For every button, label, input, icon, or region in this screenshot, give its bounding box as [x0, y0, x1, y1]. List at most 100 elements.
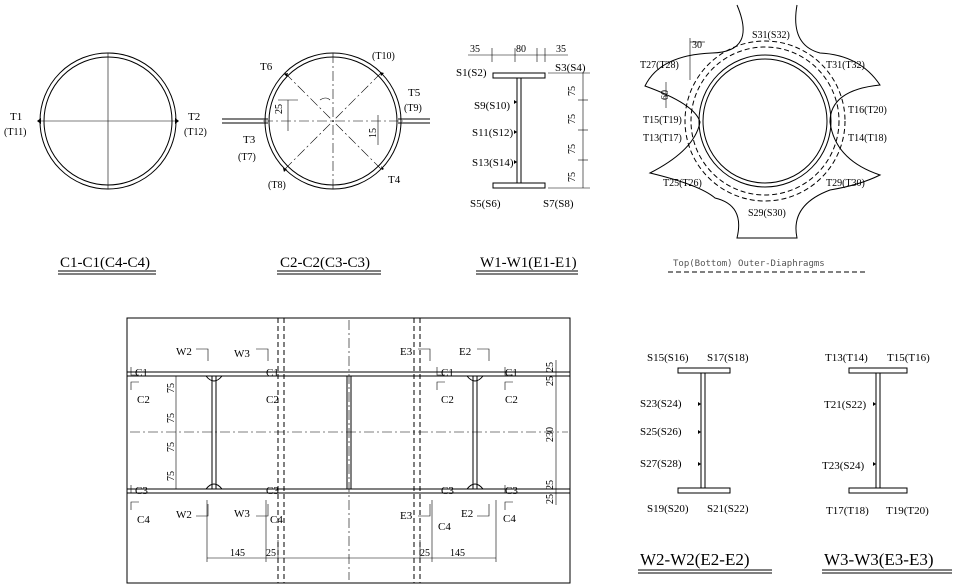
label-t31: T31(T32): [826, 60, 865, 71]
cut-c2-a: C2: [137, 394, 150, 406]
label-t1: T1: [10, 111, 22, 123]
cut-c1-d: C1: [505, 367, 518, 379]
cut-e2-bottom: E2: [461, 508, 473, 520]
section-title-w1: W1-W1(E1-E1): [480, 255, 577, 271]
label-s21: S21(S22): [707, 503, 749, 515]
cut-c4-d: C4: [503, 513, 516, 525]
section-title-diaphragm: Top(Bottom) Outer-Diaphragms: [673, 259, 825, 269]
dim-left-75-a: 75: [166, 383, 177, 393]
cut-c2-d: C2: [505, 394, 518, 406]
label-s3: S3(S4): [555, 62, 586, 74]
label-t2: T2: [188, 111, 200, 123]
cut-c3-c: C3: [441, 485, 454, 497]
section-w2: S15(S16) S17(S18) S23(S24) S25(S26) S27(…: [638, 352, 772, 574]
dim-right-25-d: 25: [545, 494, 556, 504]
cut-c4-c: C4: [438, 521, 451, 533]
label-t10: (T10): [372, 51, 395, 62]
section-w3: T13(T14) T15(T16) T21(S22) T23(S24) T17(…: [822, 352, 952, 574]
label-s17: S17(S18): [707, 352, 749, 364]
dim-right-230: 230: [545, 427, 556, 442]
label-s5: S5(S6): [470, 198, 501, 210]
label-s7: S7(S8): [543, 198, 574, 210]
dim-25: 25: [274, 104, 285, 114]
cut-w2-bottom: W2: [176, 509, 192, 521]
label-s31: S31(S32): [752, 30, 790, 41]
label-t13: T13(T14): [825, 352, 868, 364]
cut-w3-bottom: W3: [234, 508, 250, 520]
label-t15: T15(T19): [643, 115, 682, 126]
label-t8: (T8): [268, 180, 286, 191]
label-t12: (T12): [184, 127, 207, 138]
label-s13: S13(S14): [472, 157, 514, 169]
label-t29: T29(T30): [826, 178, 865, 189]
dim-right-25-b: 25: [545, 376, 556, 386]
label-s23: S23(S24): [640, 398, 682, 410]
dim-75-c: 75: [567, 144, 578, 154]
label-s27: S27(S28): [640, 458, 682, 470]
elevation-view: 75 75 75 75 25 25 230 25 25 145 25 25 14…: [126, 317, 571, 584]
cut-e3-bottom: E3: [400, 510, 413, 522]
label-t14: T14(T18): [848, 133, 887, 144]
dim-left-75-c: 75: [166, 442, 177, 452]
dim-30: 30: [692, 40, 702, 51]
dim-bottom-25-b: 25: [420, 548, 430, 559]
cut-c1-b: C1: [266, 367, 279, 379]
label-t27: T27(T28): [640, 60, 679, 71]
cut-c3-d: C3: [505, 485, 518, 497]
label-t6: T6: [260, 61, 273, 73]
cut-c3-a: C3: [135, 485, 148, 497]
label-t4: T4: [388, 174, 401, 186]
label-t5: T5: [408, 87, 421, 99]
cut-w3-top: W3: [234, 348, 250, 360]
label-t13: T13(T17): [643, 133, 682, 144]
label-t15: T15(T16): [887, 352, 930, 364]
label-s19: S19(S20): [647, 503, 689, 515]
cut-w2-top: W2: [176, 346, 192, 358]
label-t21: T21(S22): [824, 399, 867, 411]
label-t19: T19(T20): [886, 505, 929, 517]
dim-right-25-c: 25: [545, 480, 556, 490]
dim-75-b: 75: [567, 114, 578, 124]
label-t9: (T9): [404, 103, 422, 114]
label-t17: T17(T18): [826, 505, 869, 517]
cut-c1-c: C1: [441, 367, 454, 379]
label-s1: S1(S2): [456, 67, 487, 79]
dim-bottom-145-b: 145: [450, 548, 465, 559]
dim-60: 60: [660, 90, 671, 100]
label-s15: S15(S16): [647, 352, 689, 364]
label-t3: T3: [243, 134, 256, 146]
cut-c3-b: C3: [266, 485, 279, 497]
label-t23: T23(S24): [822, 460, 865, 472]
section-diaphragm: 30 60 S31(S32) T27(T28) T31(T32) T16(T20…: [640, 4, 887, 273]
dim-35-left: 35: [470, 44, 480, 55]
dim-75-a: 75: [567, 86, 578, 96]
cut-c2-b: C2: [266, 394, 279, 406]
cut-c4-a: C4: [137, 514, 150, 526]
section-title-w3: W3-W3(E3-E3): [824, 550, 934, 569]
cut-c1-a: C1: [135, 367, 148, 379]
section-title-c1: C1-C1(C4-C4): [60, 255, 150, 271]
section-c1: T1 (T11) T2 (T12) C1-C1(C4-C4): [4, 52, 207, 275]
label-t25: T25(T26): [663, 178, 702, 189]
cut-e3-top: E3: [400, 346, 413, 358]
dim-right-25-a: 25: [545, 362, 556, 372]
dim-bottom-145-a: 145: [230, 548, 245, 559]
label-t11: (T11): [4, 127, 26, 138]
cut-c2-c: C2: [441, 394, 454, 406]
dim-left-75-d: 75: [166, 471, 177, 481]
dim-bottom-25-a: 25: [266, 548, 276, 559]
section-title-w2: W2-W2(E2-E2): [640, 550, 750, 569]
label-s29: S29(S30): [748, 208, 786, 219]
section-title-c2: C2-C2(C3-C3): [280, 255, 370, 271]
dim-left-75-b: 75: [166, 413, 177, 423]
dim-15: 15: [368, 128, 379, 138]
dim-75-d: 75: [567, 172, 578, 182]
section-w1: 35 80 35 75 75 75 75 S1(S2) S3(S4) S9(S1…: [456, 44, 590, 275]
label-s25: S25(S26): [640, 426, 682, 438]
label-s9: S9(S10): [474, 100, 510, 112]
label-s11: S11(S12): [472, 127, 513, 139]
dim-80: 80: [516, 44, 526, 55]
label-t7: (T7): [238, 152, 256, 163]
cut-e2-top: E2: [459, 346, 471, 358]
